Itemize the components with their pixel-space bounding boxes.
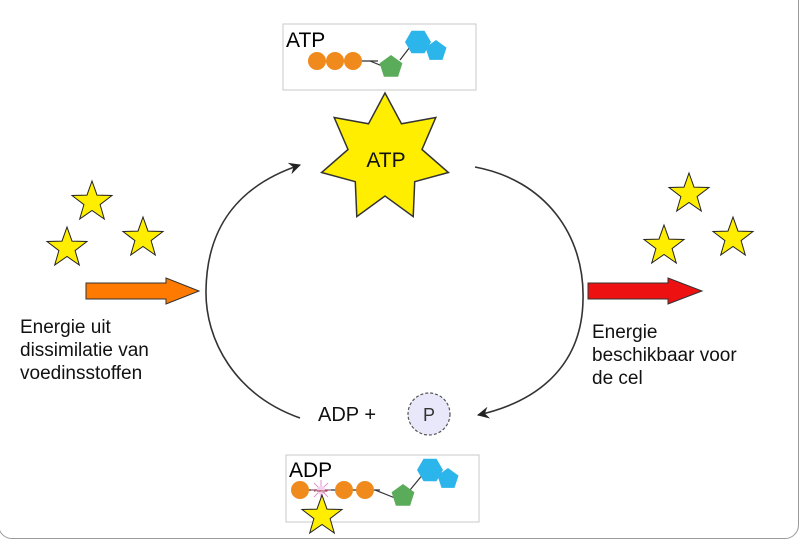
output-energy-star	[711, 215, 755, 257]
energy-burst-icon	[311, 480, 331, 500]
atp-star-label: ATP	[366, 149, 405, 172]
atp-adenine-pent	[425, 40, 447, 60]
output-energy-star	[667, 171, 711, 213]
energy-output-line: beschikbaar voor	[592, 345, 737, 366]
adp-phosphate-3	[356, 481, 374, 499]
energy-input-line: voedinsstoffen	[20, 363, 143, 384]
output-energy-star	[642, 223, 686, 265]
atp-phosphate-2	[326, 52, 344, 70]
energy-output-line: Energie	[592, 322, 658, 343]
atp-phosphate-3	[344, 52, 362, 70]
phosphate-circle	[407, 392, 451, 436]
atp-molecule-title: ATP	[286, 29, 325, 52]
adp-molecule-title: ADP	[289, 459, 332, 482]
energy-output-line: de cel	[592, 368, 643, 389]
energy-input-line: Energie uit	[20, 317, 111, 338]
input-energy-star	[70, 179, 114, 221]
adp-phosphate-2	[335, 481, 353, 499]
input-energy-star	[121, 215, 165, 257]
burst-label: Energie	[314, 488, 329, 493]
input-energy-star	[45, 225, 89, 267]
adp-adenine-hex	[417, 458, 443, 482]
energy-input-description: Energie uit dissimilatie van voedinsstof…	[20, 316, 149, 385]
atp-ribose	[379, 55, 403, 77]
adp-ribose	[391, 484, 415, 506]
energy-input-arrow	[85, 277, 201, 305]
atp-energy-star	[320, 91, 450, 219]
energy-output-description: Energie beschikbaar voor de cel	[592, 321, 737, 390]
adp-plus-label: ADP +	[318, 404, 376, 426]
atp-adenine-hex	[405, 30, 431, 54]
adp-phosphate-1	[291, 481, 309, 499]
adp-adenine-pent	[437, 468, 459, 488]
energy-input-line: dissimilatie van	[20, 340, 149, 361]
released-energy-star	[300, 493, 344, 535]
phosphate-label: P	[423, 405, 435, 425]
energy-output-arrow	[587, 277, 704, 305]
cycle-arc-right	[474, 166, 584, 419]
cycle-arc-left	[205, 162, 301, 419]
atp-phosphate-1	[308, 52, 326, 70]
